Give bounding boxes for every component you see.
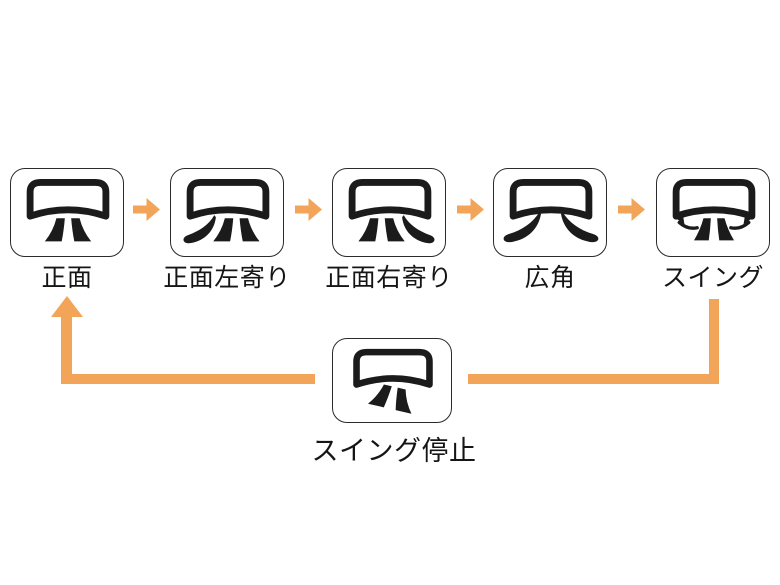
mode-label-swing-stop: スイング停止 (311, 436, 477, 466)
mode-box-swing (656, 168, 770, 257)
cycle-return-line-right (709, 299, 719, 384)
ac-louver-swing-stop-icon (353, 348, 433, 414)
mode-box-front (10, 168, 124, 257)
mode-label-front-right: 正面右寄り (325, 264, 453, 292)
mode-label-front: 正面 (41, 264, 93, 292)
cycle-return-line-left (61, 314, 72, 384)
ac-louver-wide-icon (503, 179, 599, 243)
mode-box-front-right (332, 168, 446, 257)
right-block-arrow-icon (133, 198, 160, 221)
ac-louver-front-right-icon (348, 179, 435, 244)
cycle-return-line-bottom-right (468, 374, 719, 384)
mode-box-wide (493, 168, 607, 257)
ac-louver-swing-icon (672, 179, 756, 241)
ac-louver-front-left-icon (183, 179, 270, 244)
mode-label-swing: スイング (661, 264, 764, 292)
right-block-arrow-icon (295, 198, 322, 221)
ac-louver-front-icon (26, 179, 110, 242)
right-block-arrow-icon (618, 198, 645, 221)
mode-label-wide: 広角 (524, 264, 576, 292)
right-block-arrow-icon (457, 198, 484, 221)
up-arrowhead-icon (51, 296, 83, 317)
mode-box-swing-stop (332, 338, 452, 423)
cycle-return-line-bottom-left (61, 374, 315, 384)
mode-box-front-left (170, 168, 284, 257)
mode-label-front-left: 正面左寄り (163, 264, 291, 292)
